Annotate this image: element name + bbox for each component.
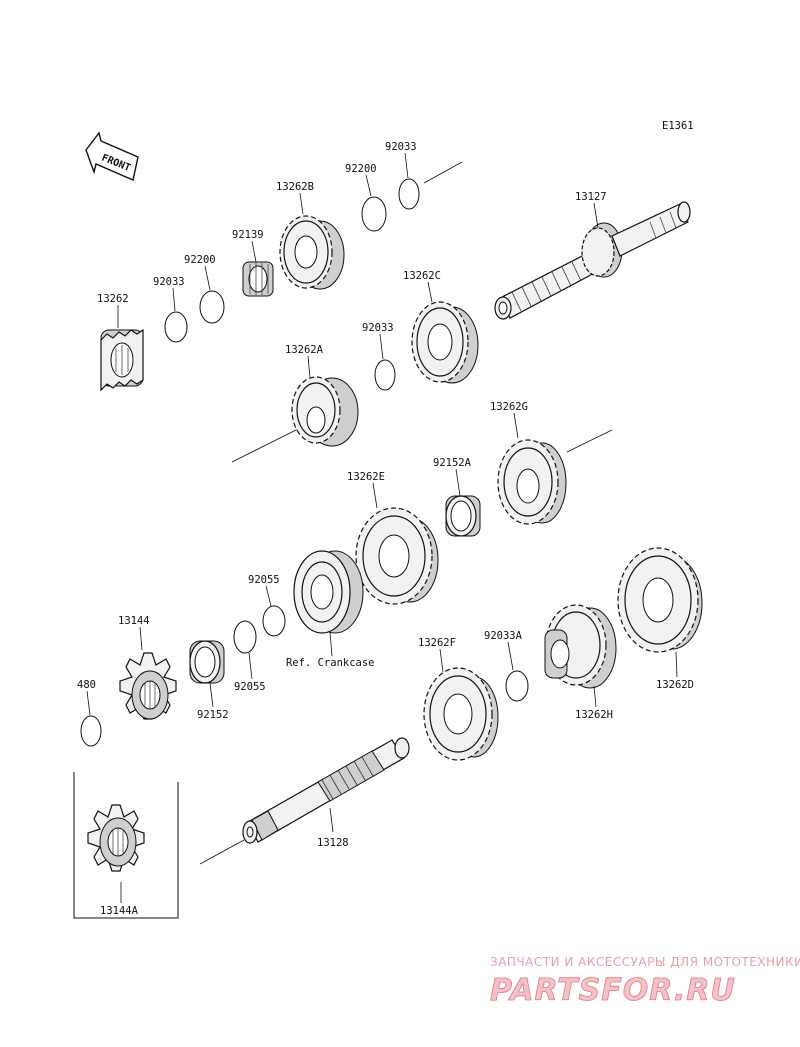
label-13128: 13128 — [317, 837, 349, 849]
sprocket-13144 — [119, 652, 177, 720]
washer-92200-b — [361, 196, 387, 232]
label-92033-a: 92033 — [153, 276, 185, 288]
shaft-13127 — [494, 201, 691, 320]
axis-line-middle-right — [566, 429, 613, 453]
label-13262H: 13262H — [575, 709, 613, 721]
label-13262: 13262 — [97, 293, 129, 305]
label-13127: 13127 — [575, 191, 607, 203]
gear-13262 — [100, 328, 144, 392]
label-13262C: 13262C — [403, 270, 441, 282]
watermark-brand: PARTSFOR.RU — [490, 973, 736, 1008]
watermark-tagline: ЗАПЧАСТИ И АКСЕССУАРЫ ДЛЯ МОТОТЕХНИКИ — [490, 955, 800, 969]
inset-13144A — [73, 772, 179, 919]
gear-13262A — [291, 376, 359, 447]
gear-13262D — [617, 547, 703, 653]
label-92139: 92139 — [232, 229, 264, 241]
label-13262F: 13262F — [418, 637, 456, 649]
label-92055-b: 92055 — [234, 681, 266, 693]
label-92033-c: 92033 — [362, 322, 394, 334]
circlip-480 — [80, 715, 102, 747]
label-13262B: 13262B — [276, 181, 314, 193]
label-92055-a: 92055 — [248, 574, 280, 586]
label-92152: 92152 — [197, 709, 229, 721]
circlip-92055-b — [233, 620, 257, 654]
reference-note: Ref. Crankcase — [286, 657, 375, 669]
gear-13262B — [279, 215, 345, 290]
washer-92033-a — [164, 311, 188, 343]
label-13262A: 13262A — [285, 344, 324, 356]
circlip-92055-a — [262, 605, 286, 637]
label-13144A: 13144A — [100, 905, 139, 917]
gear-13262H — [544, 604, 617, 689]
washer-92033-c — [374, 359, 396, 391]
gear-13262G — [497, 439, 567, 525]
bushing-92152 — [189, 640, 225, 684]
washer-92200-a — [199, 290, 225, 324]
label-92200-b: 92200 — [345, 163, 377, 175]
crankcase-bearing — [293, 550, 364, 634]
gear-13262E — [355, 507, 439, 605]
label-92033A: 92033A — [484, 630, 523, 642]
gear-13262C — [411, 301, 479, 384]
shaft-13128 — [242, 737, 410, 844]
diagram-code: E1361 — [662, 120, 694, 132]
label-480: 480 — [77, 679, 96, 691]
washer-92033-b — [398, 178, 420, 210]
axis-line-upper-left — [231, 427, 301, 463]
label-92033-b: 92033 — [385, 141, 417, 153]
label-92152A: 92152A — [433, 457, 472, 469]
washer-92033A — [505, 670, 529, 702]
label-13262D: 13262D — [656, 679, 694, 691]
axis-line-upper-right — [423, 161, 463, 184]
bearing-92139 — [242, 261, 274, 297]
axis-line-lower-left — [199, 839, 245, 865]
front-arrow-icon: FRONT — [85, 131, 139, 181]
label-92200-a: 92200 — [184, 254, 216, 266]
label-13144: 13144 — [118, 615, 150, 627]
bushing-92152A — [445, 495, 481, 537]
label-13262E: 13262E — [347, 471, 385, 483]
label-13262G: 13262G — [490, 401, 528, 413]
gear-13262F — [423, 667, 499, 761]
